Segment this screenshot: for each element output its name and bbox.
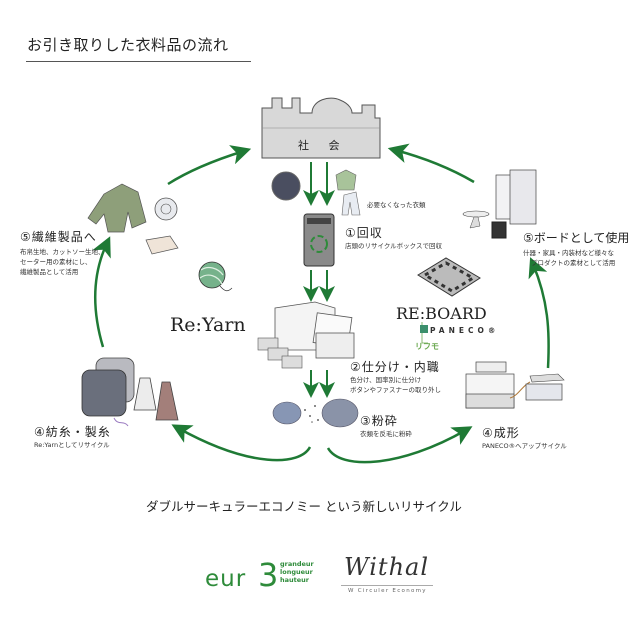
eur3-sub-line: hauteur	[280, 576, 309, 584]
step-textile-products: ⑤繊維製品へ 布帛生地、カットソー生地、 セーター用の素材にし、 繊維製品として…	[20, 228, 105, 277]
step-desc: Re:Yarnとしてリサイクル	[34, 441, 110, 449]
press-machine-illustration	[465, 361, 565, 409]
withal-logo-rule	[341, 585, 433, 586]
arrow-to-textile	[92, 236, 111, 348]
arrow-to-society-left	[167, 145, 252, 186]
withal-logo: Withal	[344, 553, 430, 581]
eur3-logo-sub: grandeur longueur hauteur	[280, 560, 314, 584]
rimo-brand: リフモ	[415, 342, 439, 351]
step-desc: セーター用の素材にし、	[20, 258, 92, 266]
eur3-logo-text: eur	[205, 566, 247, 592]
society-building-illustration	[261, 97, 381, 159]
step-spinning: ④紡糸・製糸 Re:Yarnとしてリサイクル	[34, 423, 111, 450]
step-title: ④成形	[482, 426, 520, 440]
eur3-sub-line: grandeur	[280, 560, 314, 568]
step-collection: ①回収 店頭のリサイクルボックスで回収	[345, 224, 442, 251]
reyarn-brand: Re:Yarn	[170, 314, 246, 336]
step-desc: PANECO®へアップサイクル	[482, 442, 567, 450]
withal-logo-sub: W Circuler Economy	[348, 588, 427, 594]
step-title: ③粉砕	[360, 414, 398, 428]
step-desc: 衣類を反毛に粉砕	[360, 430, 412, 438]
clothes-photo	[271, 171, 301, 201]
shredded-fiber-illustration	[272, 398, 359, 428]
society-label: 社 会	[298, 139, 348, 152]
yarn-ball-illustration	[198, 261, 233, 292]
step-title: ④紡糸・製糸	[34, 425, 111, 439]
step-desc: ボタンやファスナーの取り外し	[350, 386, 441, 394]
eur3-logo-number: 3	[258, 556, 279, 594]
arrow-to-board	[528, 257, 550, 369]
arrow-to-molding	[326, 426, 473, 464]
step-desc: 繊維製品として活用	[20, 268, 79, 276]
paneco-logo-mark	[420, 325, 428, 333]
title-underline	[26, 61, 251, 62]
step-desc: 布帛生地、カットソー生地、	[20, 248, 105, 256]
step-desc: 色分け、国率別に仕分け	[350, 376, 422, 384]
step-title: ②仕分け・内職	[350, 360, 440, 374]
reboard-brand: RE:BOARD	[396, 304, 487, 323]
step-board-use: ⑤ボードとして使用 什器・家具・内装材など様々な プロダクトの素材として活用	[523, 229, 629, 268]
yarn-spools-illustration	[81, 357, 179, 427]
arrow-to-spinning	[171, 424, 312, 462]
step-molding: ④成形 PANECO®へアップサイクル	[482, 424, 567, 451]
step-shredding: ③粉砕 衣類を反毛に粉砕	[360, 412, 412, 439]
step-title: ⑤ボードとして使用	[523, 231, 630, 245]
step-desc: プロダクトの素材として活用	[531, 259, 616, 267]
reboard-panel-illustration	[417, 257, 481, 297]
eur3-sub-line: longueur	[280, 568, 313, 576]
unneeded-clothes-label: 必要なくなった衣類	[367, 201, 426, 209]
step-desc: 什器・家具・内装材など様々な	[523, 249, 614, 257]
step-title: ①回収	[345, 226, 383, 240]
tagline: ダブルサーキュラーエコノミー という新しいリサイクル	[146, 499, 462, 514]
paneco-brand: PANECO®	[430, 326, 500, 335]
arrow-to-society-right	[387, 143, 475, 184]
unneeded-pants-illustration	[341, 191, 361, 216]
textile-products-illustration	[87, 183, 179, 255]
unneeded-shirt-illustration	[335, 169, 357, 191]
step-sorting: ②仕分け・内職 色分け、国率別に仕分け ボタンやファスナーの取り外し	[350, 358, 441, 395]
step-title: ⑤繊維製品へ	[20, 230, 97, 244]
step-desc: 店頭のリサイクルボックスで回収	[345, 242, 442, 250]
recycle-box-illustration	[303, 213, 335, 267]
page-title: お引き取りした衣料品の流れ	[27, 36, 229, 54]
board-furniture-illustration	[462, 169, 537, 239]
warehouse-illustration	[257, 301, 355, 369]
